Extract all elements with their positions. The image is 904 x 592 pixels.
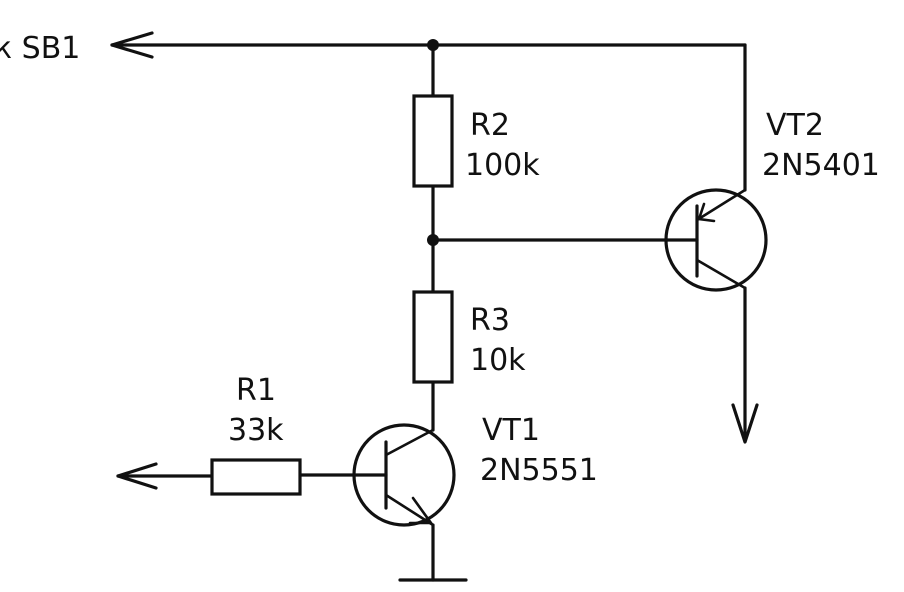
junction-node-mid [427,234,439,246]
transistor-vt2 [664,188,768,444]
r1-value: 33k [228,413,284,448]
vt1-part: 2N5551 [480,453,598,488]
r1-ref: R1 [236,373,276,408]
r1-branch [116,462,214,490]
r3-value: 10k [470,343,526,378]
transistor-vt1 [298,423,468,582]
net-label-sb1: к SB1 [0,31,80,66]
vt2-part: 2N5401 [762,148,880,183]
vt2-ref: VT2 [766,108,824,143]
resistor-r2 [412,94,454,188]
resistor-r1 [210,458,302,496]
vt1-ref: VT1 [482,413,540,448]
resistor-r3 [412,290,454,384]
r2-value: 100k [465,148,540,183]
main-branch-wires [431,43,668,432]
r3-ref: R3 [470,303,510,338]
r2-ref: R2 [470,108,510,143]
junction-node-top [427,39,439,51]
